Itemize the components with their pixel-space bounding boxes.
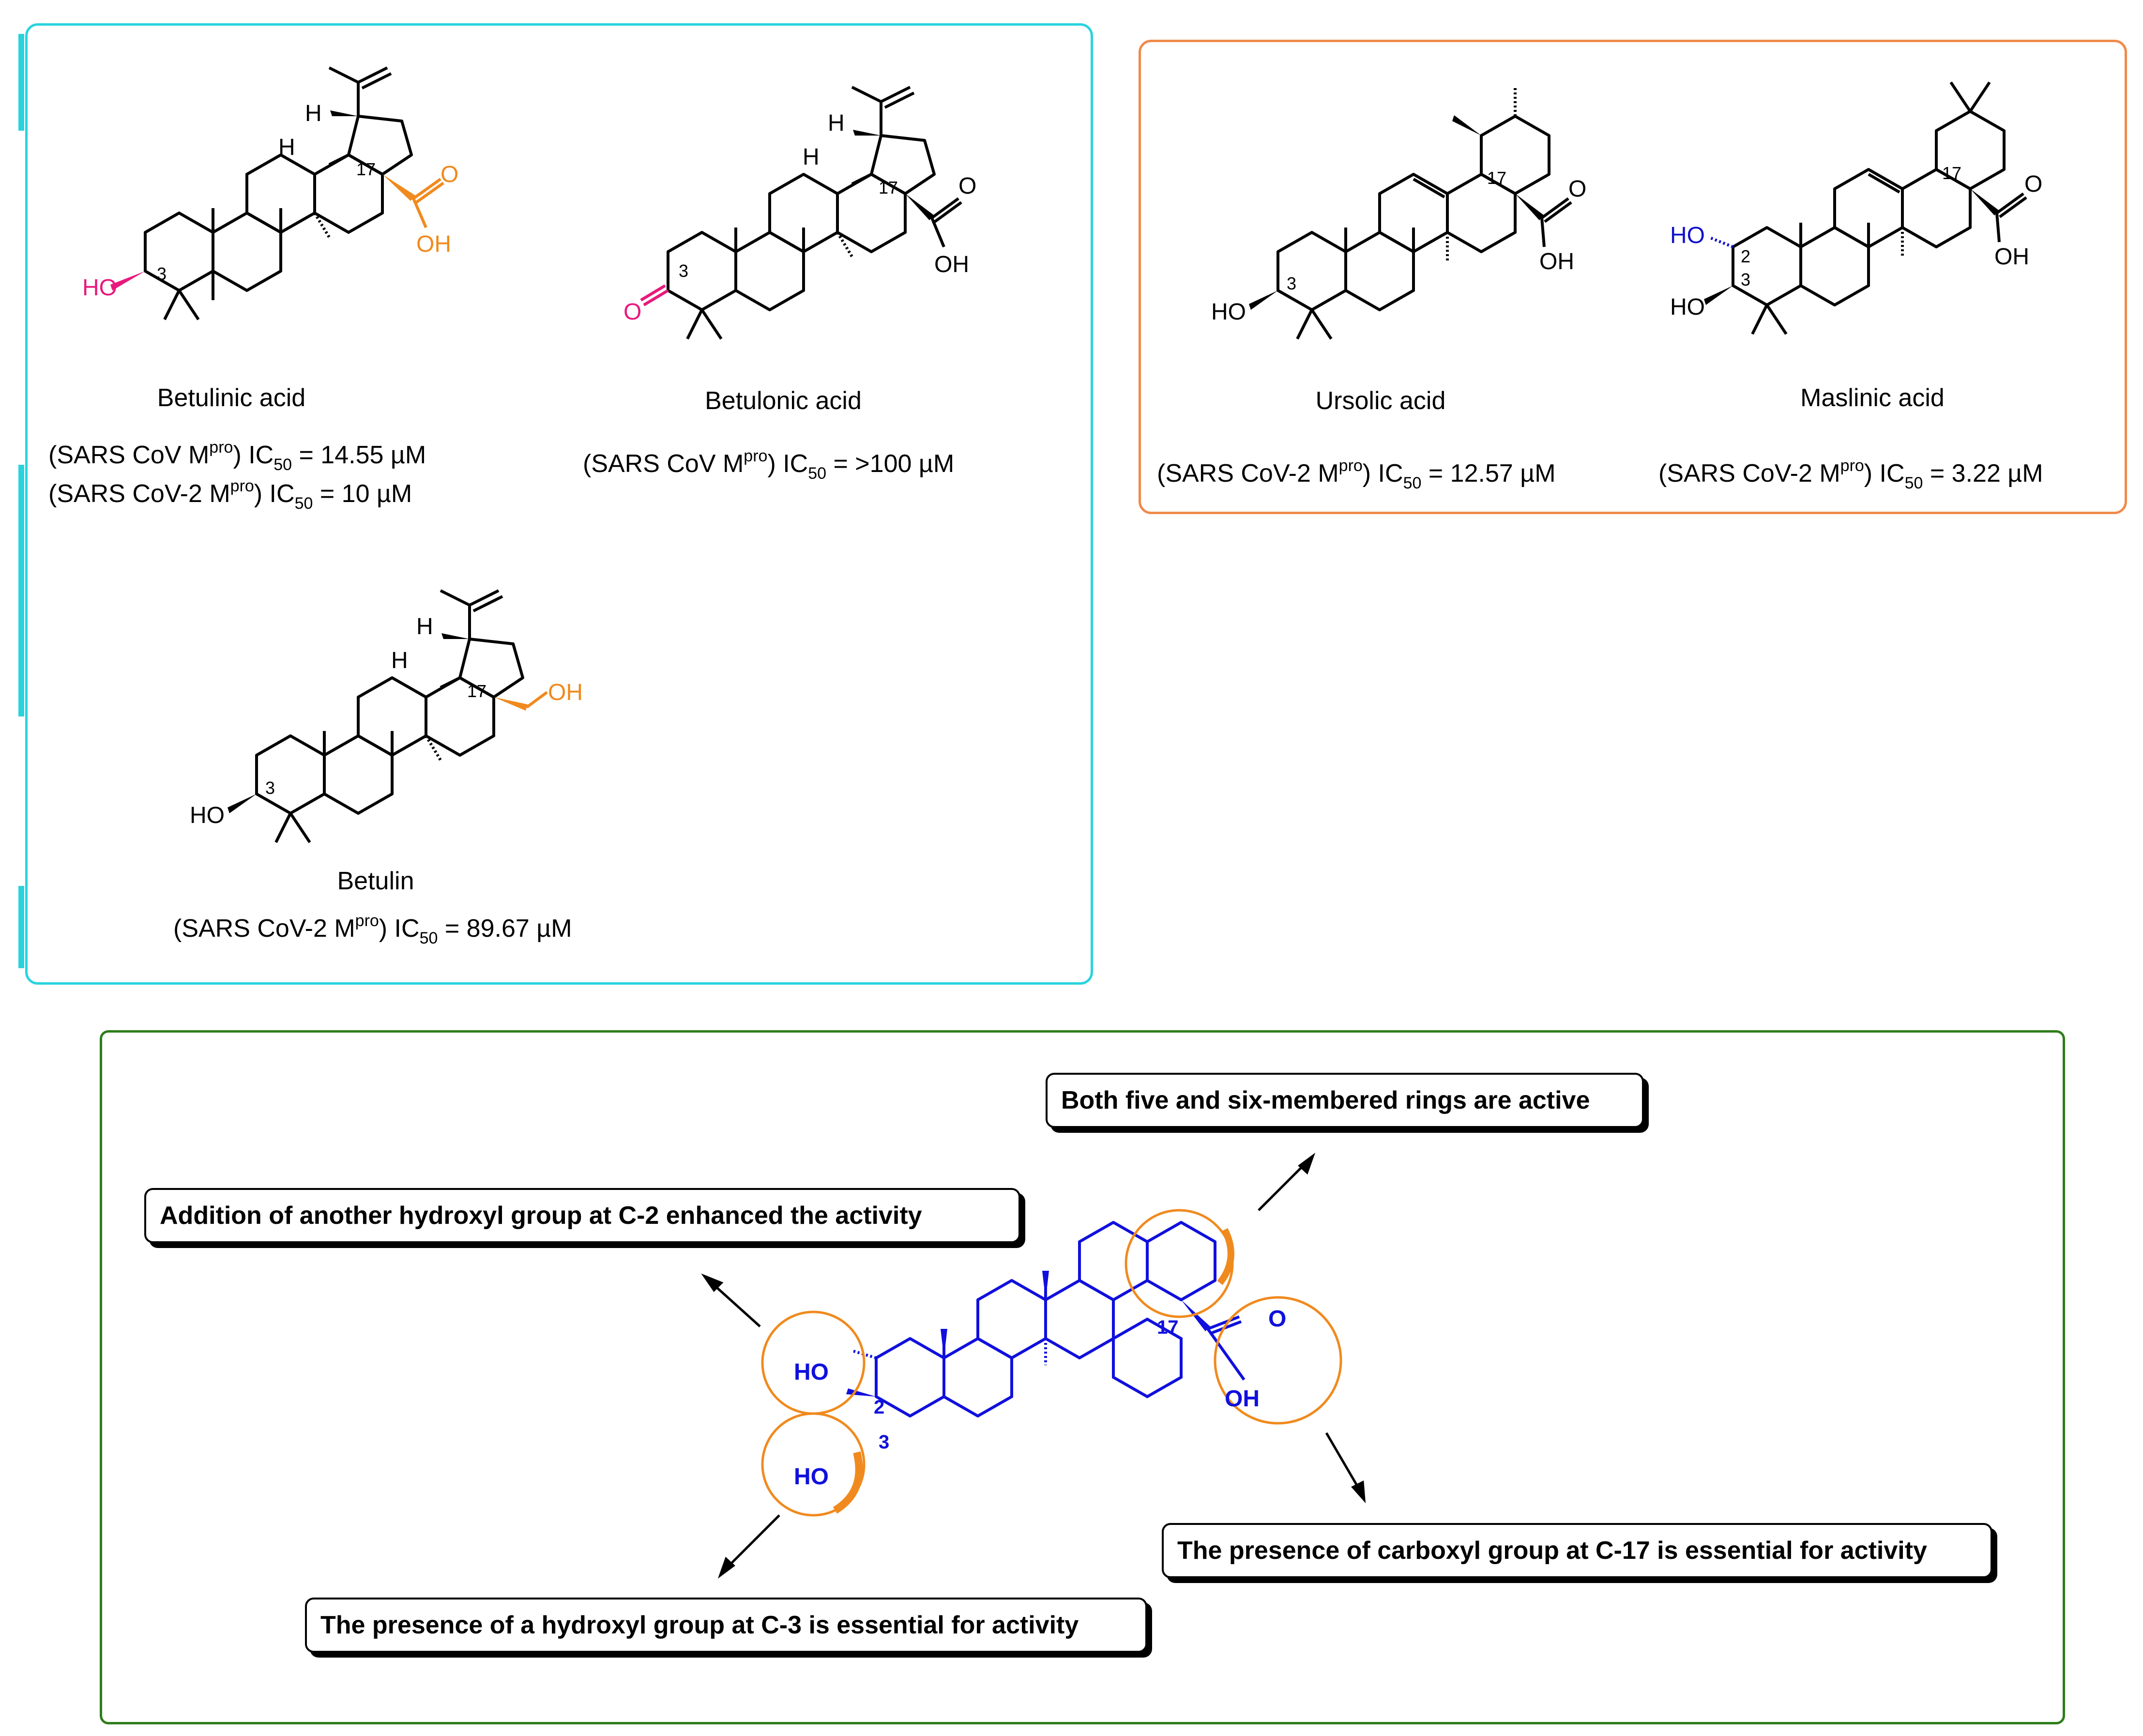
c17-locant: 17	[1942, 163, 1961, 183]
panel-edge-mark	[18, 34, 24, 131]
compound-name: Ursolic acid	[1315, 387, 1446, 415]
hydroxyl-label: HO	[190, 803, 225, 828]
maslinic-acid-structure: HO HO 2 3 17 O OH	[1670, 81, 2042, 335]
c2-hydroxyl-label: HO	[1670, 223, 1705, 248]
acid-hydroxyl-label: OH	[934, 252, 969, 277]
ursane-oleanane-compounds-panel	[1139, 40, 2127, 514]
acid-oxygen-label: O	[958, 173, 976, 199]
c3-hydroxyl-label: HO	[1670, 294, 1705, 320]
ring-size-callout: Both five and six-membered rings are act…	[1046, 1073, 1644, 1128]
ic50-value: (SARS CoV Mpro) IC50 = 14.55 µM	[48, 438, 426, 474]
acid-hydroxyl-label: OH	[1539, 249, 1574, 274]
acid-hydroxyl-label: OH	[1994, 244, 2029, 270]
ic50-value: (SARS CoV-2 Mpro) IC50 = 10 µM	[48, 477, 412, 513]
c3-locant: 3	[1287, 274, 1296, 293]
compound-name: Betulonic acid	[705, 387, 862, 415]
ketone-oxygen-label: O	[623, 299, 641, 325]
c3-locant: 3	[679, 261, 688, 281]
hydrogen-label: H	[278, 135, 295, 160]
betulonic-acid-structure: O 3 17 O OH H H	[623, 86, 976, 340]
ursolic-acid-structure: HO 3 17 O OH	[1211, 87, 1586, 340]
hydrogen-label: H	[391, 648, 408, 673]
hydrogen-label: H	[828, 110, 845, 136]
lupane-compounds-panel	[25, 23, 1093, 985]
ic50-value: (SARS CoV-2 Mpro) IC50 = 3.22 µM	[1658, 457, 2043, 492]
hydrogen-label: H	[803, 144, 820, 170]
compound-name: Maslinic acid	[1800, 384, 1945, 412]
c2-hydroxyl-callout: Addition of another hydroxyl group at C-…	[144, 1188, 1020, 1243]
panel-edge-mark	[18, 886, 24, 968]
c3-hydroxyl-callout: The presence of a hydroxyl group at C-3 …	[305, 1598, 1147, 1653]
c3-locant: 3	[265, 778, 275, 798]
c17-locant: 17	[879, 178, 898, 198]
hydrogen-label: H	[305, 101, 322, 126]
acid-oxygen-label: O	[1568, 176, 1586, 202]
hydroxyl-label: HO	[1211, 299, 1246, 325]
hydrogen-label: H	[416, 614, 433, 640]
compound-name: Betulinic acid	[157, 384, 306, 412]
betulin-structure: HO 3 17 OH H H	[190, 589, 583, 843]
ic50-value: (SARS CoV-2 Mpro) IC50 = 12.57 µM	[1157, 457, 1556, 492]
ic50-value: (SARS CoV-2 Mpro) IC50 = 89.67 µM	[173, 912, 572, 947]
c17-locant: 17	[467, 681, 486, 701]
acid-oxygen-label: O	[2024, 171, 2042, 197]
c17-locant: 17	[1487, 168, 1506, 188]
sar-summary-panel	[100, 1030, 2065, 1724]
c17-carboxyl-callout: The presence of carboxyl group at C-17 i…	[1162, 1523, 1992, 1578]
betulinic-acid-structure: HO 3 17 O OH H H	[82, 66, 458, 320]
c2-locant: 2	[1741, 246, 1750, 266]
acid-oxygen-label: O	[441, 162, 458, 187]
compound-name: Betulin	[337, 867, 414, 895]
hydroxyl-label: HO	[82, 275, 117, 301]
ic50-value: (SARS CoV Mpro) IC50 = >100 µM	[583, 447, 955, 483]
panel-edge-mark	[18, 465, 24, 716]
c3-locant: 3	[1741, 270, 1750, 289]
c3-locant: 3	[157, 264, 167, 284]
hydroxyl-label: OH	[548, 680, 583, 705]
c17-locant: 17	[356, 159, 376, 179]
acid-hydroxyl-label: OH	[416, 231, 451, 257]
